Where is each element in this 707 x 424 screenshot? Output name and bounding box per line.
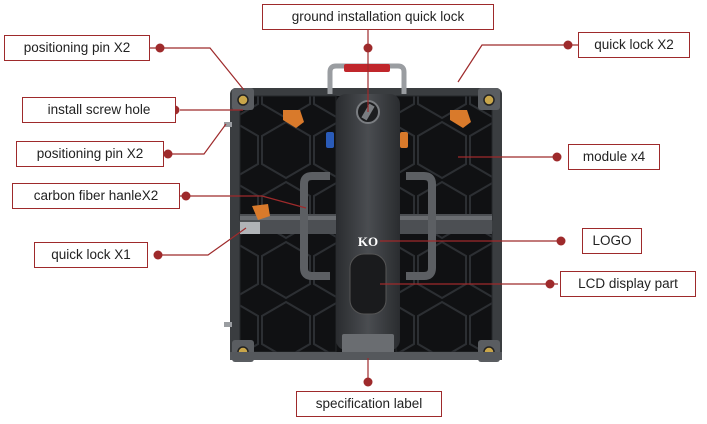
callout-ground-installation-quick-lock: ground installation quick lock xyxy=(262,4,494,30)
bottom-rail xyxy=(230,352,502,360)
leader-quick-lock-x1 xyxy=(158,227,247,256)
callout-logo: LOGO xyxy=(582,228,642,254)
leader-quick-lock-x2 xyxy=(457,44,578,83)
callout-specification-label: specification label xyxy=(296,391,442,417)
leader-dot xyxy=(363,43,373,53)
callout-carbon-fiber-handle: carbon fiber hanleX2 xyxy=(12,183,180,209)
leader-carbon-handle xyxy=(180,195,307,209)
leader-dot xyxy=(163,149,173,159)
leader-positioning-pin-side xyxy=(164,123,227,155)
leader-dot xyxy=(153,250,163,260)
callout-lcd-display-part: LCD display part xyxy=(560,271,696,297)
leader-positioning-pin-top xyxy=(150,47,245,91)
callout-module-x4: module x4 xyxy=(568,144,660,170)
led-cabinet xyxy=(224,63,502,362)
carbon-fiber-handle xyxy=(300,172,330,280)
lock-tab xyxy=(400,132,408,148)
quick-lock-icon xyxy=(450,110,471,128)
positioning-pin xyxy=(224,322,232,327)
leader-dot xyxy=(563,40,573,50)
callout-quick-lock-x1: quick lock X1 xyxy=(34,242,148,268)
quick-lock-icon xyxy=(252,204,270,220)
callout-quick-lock-x2: quick lock X2 xyxy=(578,32,690,58)
leader-dot xyxy=(545,279,555,289)
top-handle-grip xyxy=(344,64,390,72)
callout-install-screw-hole: install screw hole xyxy=(22,97,176,123)
leader-dot xyxy=(556,236,566,246)
cabinet-logo: KO xyxy=(358,234,378,249)
positioning-pin xyxy=(224,122,232,127)
leader-dot xyxy=(552,152,562,162)
module-panel xyxy=(239,231,337,353)
quick-lock-icon xyxy=(283,110,304,128)
lock-tab xyxy=(326,132,334,148)
screw-hole-icon xyxy=(237,94,249,106)
carbon-fiber-handle xyxy=(406,172,436,280)
leader-dot xyxy=(363,377,373,387)
leader-dot xyxy=(181,191,191,201)
leader-dot xyxy=(155,43,165,53)
quick-lock-bolt xyxy=(240,222,260,234)
leader-dots xyxy=(153,40,573,387)
callout-positioning-pin-top: positioning pin X2 xyxy=(4,35,150,61)
module-panel xyxy=(395,95,493,221)
screw-hole-icon xyxy=(483,94,495,106)
callout-positioning-pin-side: positioning pin X2 xyxy=(16,141,164,167)
leader-lines xyxy=(150,30,578,384)
module-panel xyxy=(395,231,493,353)
